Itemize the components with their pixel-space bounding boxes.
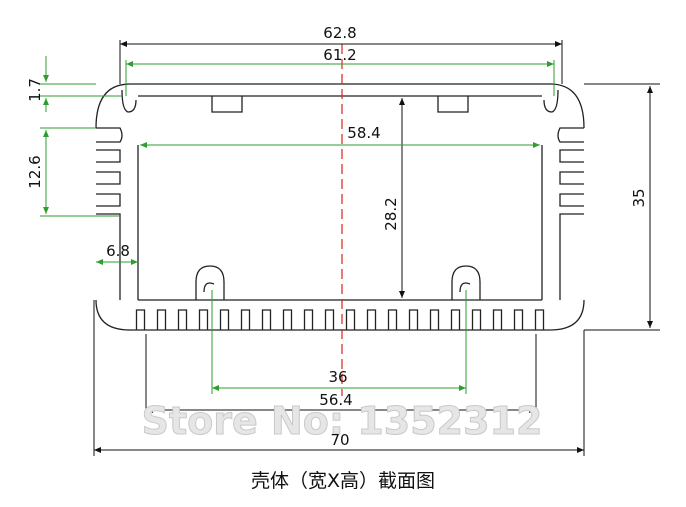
- cross-section-drawing: Store No: 1352312 62.8 61.2 58.4 28.2 35…: [26, 24, 660, 456]
- outer-shell-bottom-right: [549, 299, 585, 331]
- outer-shell-top: [95, 83, 585, 129]
- dim-label-70: 70: [330, 431, 349, 449]
- bottom-fin-grooves: [135, 309, 545, 330]
- dim-label-28-2: 28.2: [382, 197, 400, 230]
- enclosure-profile: [95, 83, 585, 331]
- dim-label-36: 36: [328, 368, 347, 386]
- top-rib-left: [211, 96, 243, 113]
- dim-label-1-7: 1.7: [26, 78, 44, 102]
- store-watermark: Store No: 1352312: [142, 399, 543, 443]
- dim-label-62-8: 62.8: [323, 24, 356, 42]
- right-side-fins: [557, 127, 584, 300]
- drawing-caption: 壳体（宽X高）截面图: [250, 470, 436, 492]
- top-rib-right: [437, 96, 469, 113]
- top-slot-left: [121, 89, 137, 113]
- dim-label-35: 35: [630, 188, 648, 207]
- bottom-fins: [135, 309, 545, 330]
- dim-label-12-6: 12.6: [26, 155, 44, 188]
- outer-shell-bottom-left: [95, 299, 131, 331]
- dim-label-56-4: 56.4: [319, 391, 352, 409]
- dim-label-6-8: 6.8: [106, 242, 130, 260]
- dimensions-black: [93, 40, 660, 456]
- dim-label-58-4: 58.4: [347, 124, 380, 142]
- screw-slot-right: [451, 265, 481, 300]
- dimensions-green: [40, 56, 555, 394]
- dim-label-61-2: 61.2: [323, 46, 356, 64]
- left-side-fins: [96, 127, 123, 300]
- screw-slot-left: [195, 265, 225, 300]
- top-slot-right: [543, 89, 559, 113]
